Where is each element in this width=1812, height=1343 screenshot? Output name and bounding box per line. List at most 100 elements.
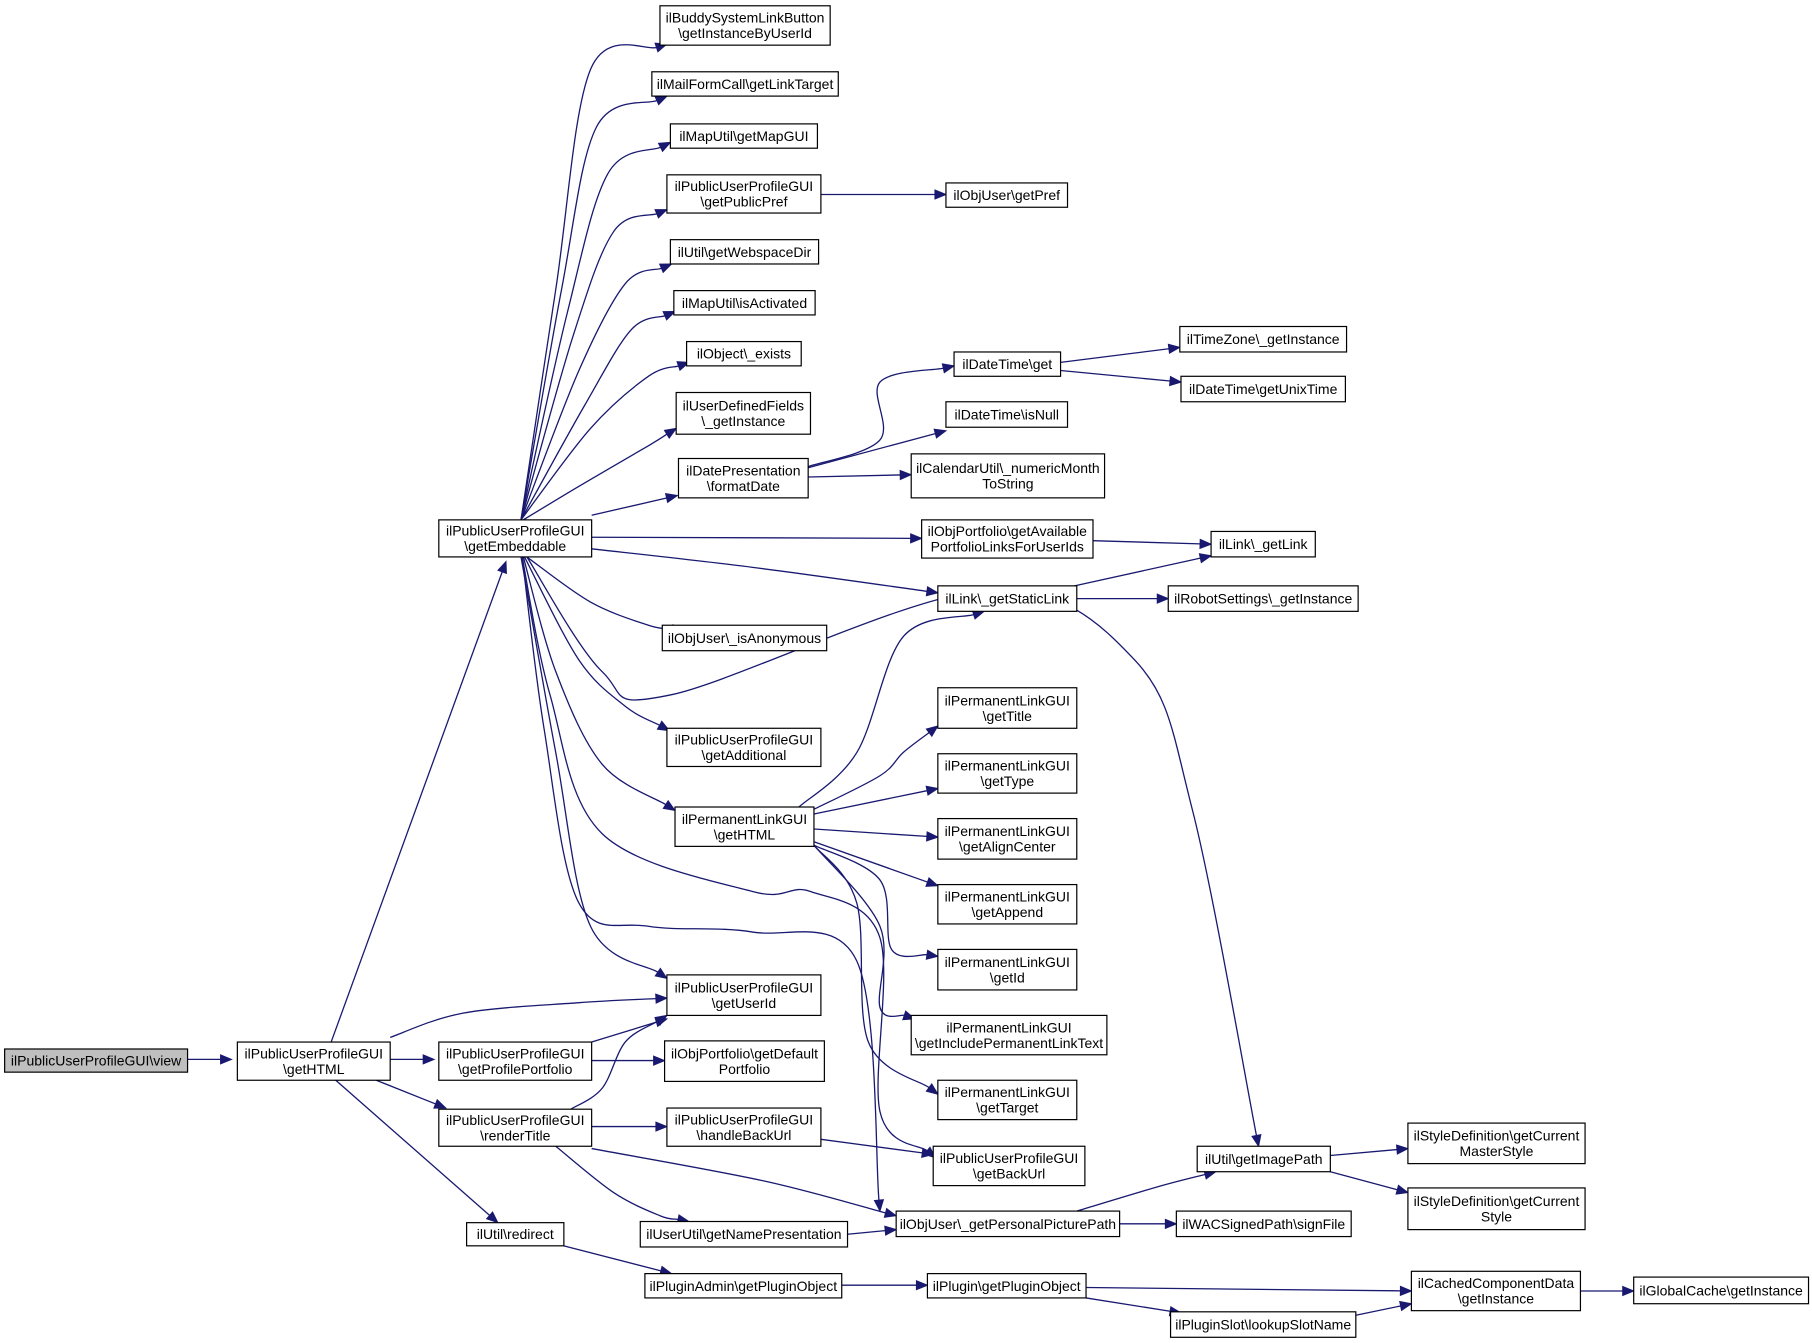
- function-node-plHTML[interactable]: ilPermanentLinkGUI\getHTML: [674, 806, 815, 847]
- arrowhead-icon: [1169, 375, 1183, 387]
- function-node-additional[interactable]: ilPublicUserProfileGUI\getAdditional: [666, 727, 822, 768]
- edge-line: [526, 556, 1258, 1136]
- function-node-udf[interactable]: ilUserDefinedFields\_getInstance: [675, 391, 812, 435]
- function-node-plInclude[interactable]: ilPermanentLinkGUI\getIncludePermanentLi…: [910, 1014, 1108, 1056]
- function-node-portfolioLinks[interactable]: ilObjPortfolio\getAvailablePortfolioLink…: [921, 519, 1094, 559]
- arrowhead-icon: [676, 361, 691, 372]
- function-node-pluginObj[interactable]: ilPlugin\getPluginObject: [926, 1273, 1087, 1299]
- function-node-isActivated[interactable]: ilMapUtil\isActivated: [673, 290, 816, 316]
- edge-line: [591, 1021, 657, 1043]
- node-label: ilPluginSlot\lookupSlotName: [1175, 1317, 1351, 1333]
- node-label: ilMapUtil\isActivated: [682, 295, 807, 311]
- function-node-renderTitle[interactable]: ilPublicUserProfileGUI\renderTitle: [438, 1108, 593, 1147]
- function-node-unix[interactable]: ilDateTime\getUnixTime: [1180, 375, 1346, 403]
- node-box: [1410, 1270, 1582, 1312]
- node-label: ilPermanentLinkGUI: [945, 692, 1070, 708]
- call-edge-getHTML-to-userId: [389, 993, 669, 1039]
- call-edge-formatDate-to-isNull: [807, 428, 948, 469]
- function-node-getMapGUI[interactable]: ilMapUtil\getMapGUI: [669, 123, 819, 149]
- node-label: \getAdditional: [701, 747, 786, 763]
- function-node-pluginAdmin[interactable]: ilPluginAdmin\getPluginObject: [644, 1273, 843, 1299]
- node-label: ilObjPortfolio\getAvailable: [928, 523, 1087, 539]
- function-node-getLink[interactable]: ilLink\_getLink: [1210, 530, 1316, 558]
- function-node-imagePath[interactable]: ilUtil\getImagePath: [1196, 1145, 1331, 1173]
- call-edge-dtGet-to-unix: [1060, 369, 1183, 387]
- node-label: ilLink\_getLink: [1219, 536, 1309, 552]
- node-label: ilObject\_exists: [697, 346, 791, 362]
- function-node-namePres[interactable]: ilUserUtil\getNamePresentation: [639, 1220, 849, 1248]
- function-node-redirect[interactable]: ilUtil\redirect: [466, 1222, 565, 1247]
- function-node-objExists[interactable]: ilObject\_exists: [685, 340, 802, 367]
- node-label: ilPermanentLinkGUI: [945, 758, 1070, 774]
- call-edge-formatDate-to-dtGet: [807, 363, 956, 468]
- edge-line: [807, 367, 944, 468]
- edge-line: [521, 556, 928, 1152]
- node-label: ilDateTime\getUnixTime: [1189, 381, 1338, 397]
- function-node-userId[interactable]: ilPublicUserProfileGUI\getUserId: [666, 974, 822, 1017]
- arrowhead-icon: [1399, 1300, 1413, 1312]
- node-label: \getHTML: [714, 826, 776, 842]
- function-node-anon[interactable]: ilObjUser\_isAnonymous: [661, 624, 828, 652]
- edge-line: [555, 1145, 679, 1220]
- function-node-view[interactable]: ilPublicUserProfileGUI\view: [4, 1048, 189, 1073]
- edge-line: [570, 1020, 658, 1110]
- node-box: [438, 519, 593, 558]
- call-edge-getProfilePortfolio-to-defPortfolio: [591, 1055, 666, 1066]
- node-box: [1407, 1122, 1586, 1165]
- edge-line: [798, 614, 974, 808]
- function-node-cached[interactable]: ilCachedComponentData\getInstance: [1410, 1270, 1582, 1312]
- node-box: [937, 687, 1078, 729]
- node-box: [921, 519, 1094, 559]
- function-node-getHTML[interactable]: ilPublicUserProfileGUI\getHTML: [236, 1041, 391, 1081]
- function-node-dtGet[interactable]: ilDateTime\get: [953, 351, 1062, 377]
- function-node-handleBack[interactable]: ilPublicUserProfileGUI\handleBackUrl: [666, 1107, 822, 1147]
- node-label: ilWACSignedPath\signFile: [1182, 1216, 1345, 1232]
- node-label: \getEmbeddable: [464, 538, 566, 554]
- node-box: [937, 817, 1078, 860]
- function-node-getPref[interactable]: ilObjUser\getPref: [945, 182, 1069, 208]
- function-node-plType[interactable]: ilPermanentLinkGUI\getType: [937, 753, 1078, 794]
- function-node-tz[interactable]: ilTimeZone\_getInstance: [1179, 325, 1348, 353]
- function-node-plAppend[interactable]: ilPermanentLinkGUI\getAppend: [937, 883, 1078, 925]
- edge-line: [1060, 369, 1171, 382]
- function-node-plTarget[interactable]: ilPermanentLinkGUI\getTarget: [937, 1079, 1078, 1121]
- function-node-isNull[interactable]: ilDateTime\isNull: [945, 401, 1069, 428]
- function-node-getPublicPref[interactable]: ilPublicUserProfileGUI\getPublicPref: [666, 174, 822, 214]
- arrowhead-icon: [497, 560, 507, 575]
- function-node-wac[interactable]: ilWACSignedPath\signFile: [1175, 1210, 1352, 1238]
- node-label: \getTitle: [983, 708, 1032, 724]
- function-node-slot[interactable]: ilPluginSlot\lookupSlotName: [1169, 1311, 1357, 1338]
- edge-line: [335, 1079, 491, 1216]
- node-label: ilPermanentLinkGUI: [945, 823, 1070, 839]
- function-node-plAlign[interactable]: ilPermanentLinkGUI\getAlignCenter: [937, 817, 1078, 860]
- function-node-webspace[interactable]: ilUtil\getWebspaceDir: [669, 239, 820, 265]
- call-edge-picPath-to-wac: [1119, 1218, 1178, 1230]
- node-label: ilPluginAdmin\getPluginObject: [650, 1278, 838, 1294]
- function-node-formatDate[interactable]: ilDatePresentation\formatDate: [677, 457, 809, 499]
- arrowhead-icon: [925, 586, 940, 597]
- function-node-backUrl[interactable]: ilPublicUserProfileGUI\getBackUrl: [932, 1145, 1086, 1187]
- function-node-staticLink[interactable]: ilLink\_getStaticLink: [937, 585, 1078, 612]
- edge-line: [591, 1147, 886, 1214]
- function-node-globalCache[interactable]: ilGlobalCache\getInstance: [1633, 1276, 1810, 1305]
- function-node-plTitle[interactable]: ilPermanentLinkGUI\getTitle: [937, 687, 1078, 729]
- edge-line: [591, 548, 928, 592]
- function-node-getEmbeddable[interactable]: ilPublicUserProfileGUI\getEmbeddable: [438, 519, 593, 558]
- node-label: \getAlignCenter: [959, 839, 1056, 855]
- function-node-plId[interactable]: ilPermanentLinkGUI\getId: [937, 948, 1078, 991]
- arrowhead-icon: [1167, 343, 1182, 354]
- function-node-getProfilePortfolio[interactable]: ilPublicUserProfileGUI\getProfilePortfol…: [438, 1041, 593, 1081]
- edge-line: [523, 556, 660, 726]
- node-label: ilObjUser\_getPersonalPicturePath: [900, 1216, 1116, 1232]
- function-node-picPath[interactable]: ilObjUser\_getPersonalPicturePath: [895, 1210, 1121, 1238]
- function-node-mailForm[interactable]: ilMailFormCall\getLinkTarget: [651, 71, 839, 97]
- function-node-robot[interactable]: ilRobotSettings\_getInstance: [1167, 585, 1359, 612]
- node-box: [466, 1222, 565, 1247]
- call-edge-imagePath-to-curStyle: [1330, 1171, 1410, 1195]
- arrowhead-icon: [1395, 1184, 1410, 1195]
- function-node-buddy[interactable]: ilBuddySystemLinkButton\getInstanceByUse…: [659, 5, 831, 46]
